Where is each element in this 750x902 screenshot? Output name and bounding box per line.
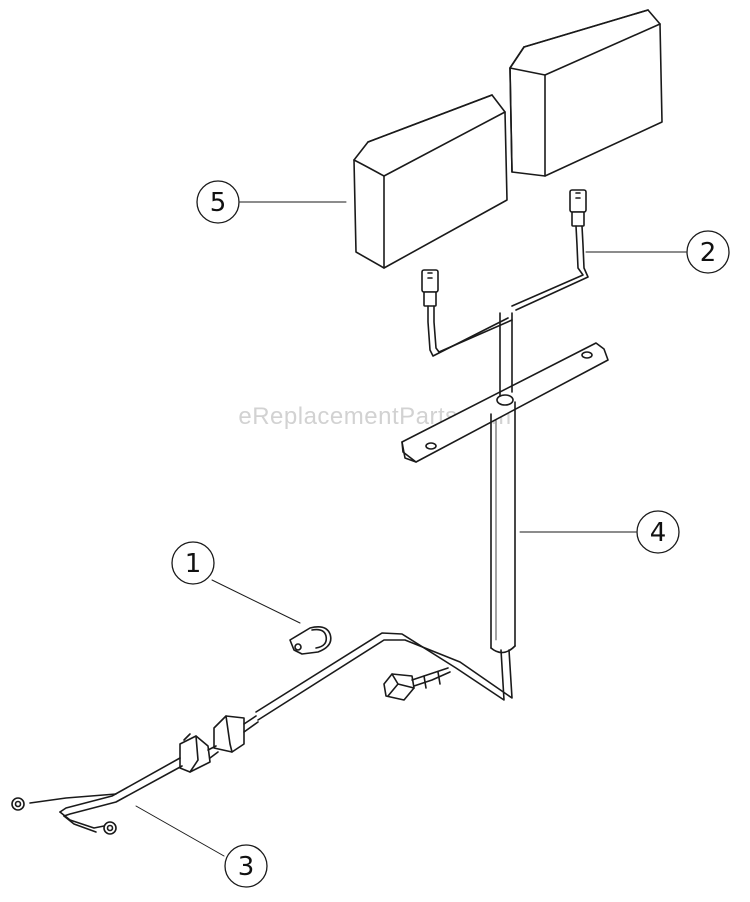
- callout-5: 5: [196, 180, 240, 224]
- callout-2: 2: [686, 230, 730, 274]
- callout-3: 3: [224, 844, 268, 888]
- leader-lines: [135, 201, 687, 857]
- callout-1: 1: [171, 541, 215, 585]
- svg-text:5: 5: [210, 188, 227, 218]
- svg-text:2: 2: [700, 238, 717, 268]
- mounting-bracket[interactable]: [401, 342, 609, 463]
- cable-clamp[interactable]: [289, 626, 332, 655]
- pole-tube[interactable]: [490, 312, 516, 654]
- light-box-front[interactable]: [353, 94, 508, 269]
- svg-text:3: 3: [238, 852, 255, 882]
- y-harness[interactable]: [421, 189, 589, 357]
- callout-4: 4: [636, 510, 680, 554]
- light-box-back[interactable]: [509, 9, 663, 177]
- svg-text:1: 1: [185, 549, 202, 579]
- main-harness[interactable]: [11, 632, 513, 835]
- svg-text:4: 4: [650, 518, 667, 548]
